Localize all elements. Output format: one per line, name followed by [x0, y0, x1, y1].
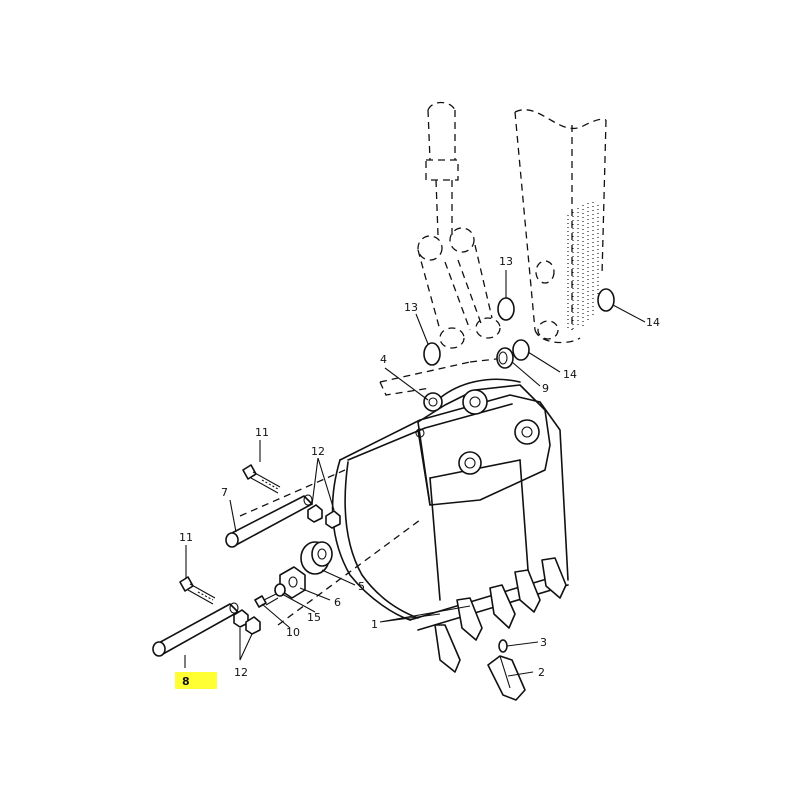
arm-outline: [514, 109, 607, 344]
label-12-upper: 12: [311, 445, 325, 458]
o-ring-14-lower: [512, 339, 530, 361]
label-14-lower: 14: [563, 368, 577, 381]
label-11-lower: 11: [179, 531, 193, 544]
pin-7: [225, 494, 313, 548]
label-5: 5: [358, 580, 365, 593]
label-13-upper: 13: [499, 255, 513, 268]
o-ring-13-upper: [497, 297, 515, 321]
part-labels: 11 12 7 11 5 6 15 10 1 12 3 2 4 9 14 13 …: [179, 255, 660, 679]
link-5: [300, 541, 333, 575]
label-12-lower: 12: [234, 666, 248, 679]
nuts-12-upper: [307, 504, 341, 529]
bolt-10: [254, 593, 279, 608]
label-11-upper: 11: [255, 426, 269, 439]
pin-8: [152, 602, 239, 657]
label-6: 6: [334, 596, 341, 609]
tooth-tip-2: [487, 655, 526, 701]
label-3: 3: [540, 636, 547, 649]
o-ring-14-upper: [597, 288, 615, 312]
bucket-body: [331, 378, 569, 631]
label-8: 8: [182, 675, 190, 688]
bushing-9: [496, 347, 514, 369]
label-15: 15: [307, 611, 321, 624]
bolt-11-upper: [242, 464, 281, 494]
bolt-11-lower: [179, 576, 216, 605]
label-14-upper: 14: [646, 316, 660, 329]
arm-shading: [567, 202, 599, 330]
washer-15: [274, 583, 286, 597]
highlight-box: [175, 672, 217, 689]
label-9: 9: [542, 382, 549, 395]
label-7: 7: [221, 486, 228, 499]
leader-lines: [184, 270, 646, 677]
cylinder-linkage-outline: [417, 101, 501, 349]
highlighted-part-8: 8: [175, 672, 217, 689]
o-ring-13-lower: [423, 342, 441, 366]
bucket-teeth: [434, 557, 567, 673]
label-4: 4: [380, 353, 387, 366]
label-1: 1: [371, 618, 378, 631]
label-2: 2: [538, 666, 545, 679]
label-13-lower: 13: [404, 301, 418, 314]
label-10: 10: [286, 626, 300, 639]
tooth-pin-3: [498, 639, 508, 653]
nuts-12-lower: [233, 609, 261, 635]
